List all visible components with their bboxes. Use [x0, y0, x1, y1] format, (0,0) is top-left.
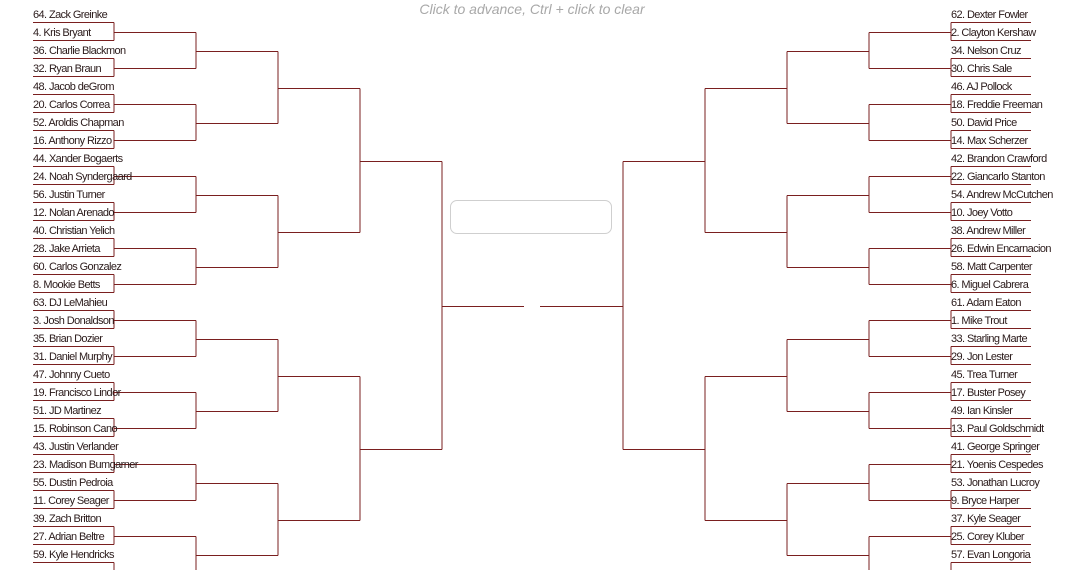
team-seed[interactable]: 24. Noah Syndergaard	[33, 171, 132, 183]
team-seed[interactable]: 55. Dustin Pedroia	[33, 477, 113, 489]
team-seed[interactable]: 26. Edwin Encarnacion	[951, 243, 1052, 255]
team-seed[interactable]: 10. Joey Votto	[951, 207, 1013, 219]
team-seed[interactable]: 20. Carlos Correa	[33, 99, 110, 111]
team-seed[interactable]: 29. Jon Lester	[951, 351, 1013, 363]
team-seed[interactable]: 8. Mookie Betts	[33, 279, 100, 291]
team-seed[interactable]: 64. Zack Greinke	[33, 9, 108, 21]
team-seed[interactable]: 22. Giancarlo Stanton	[951, 171, 1045, 183]
team-seed[interactable]: 4. Kris Bryant	[33, 27, 91, 39]
team-seed[interactable]: 58. Matt Carpenter	[951, 261, 1033, 273]
team-seed[interactable]: 31. Daniel Murphy	[33, 351, 113, 363]
team-seed[interactable]: 62. Dexter Fowler	[951, 9, 1028, 21]
team-seed[interactable]: 42. Brandon Crawford	[951, 153, 1047, 165]
team-seed[interactable]: 28. Jake Arrieta	[33, 243, 100, 255]
team-seed[interactable]: 30. Chris Sale	[951, 63, 1012, 75]
team-seed[interactable]: 56. Justin Turner	[33, 189, 105, 201]
team-seed[interactable]: 1. Mike Trout	[951, 315, 1007, 327]
team-seed[interactable]: 32. Ryan Braun	[33, 63, 102, 75]
team-seed[interactable]: 21. Yoenis Cespedes	[951, 459, 1044, 471]
team-seed[interactable]: 38. Andrew Miller	[951, 225, 1026, 237]
team-seed[interactable]: 59. Kyle Hendricks	[33, 549, 115, 561]
team-seed[interactable]: 34. Nelson Cruz	[951, 45, 1021, 57]
team-seed[interactable]: 19. Francisco Lindor	[33, 387, 121, 399]
team-seed[interactable]: 61. Adam Eaton	[951, 297, 1021, 309]
team-seed[interactable]: 57. Evan Longoria	[951, 549, 1031, 561]
team-seed[interactable]: 3. Josh Donaldson	[33, 315, 115, 327]
team-seed[interactable]: 50. David Price	[951, 117, 1017, 129]
team-seed[interactable]: 46. AJ Pollock	[951, 81, 1012, 93]
team-seed[interactable]: 45. Trea Turner	[951, 369, 1018, 381]
team-seed[interactable]: 40. Christian Yelich	[33, 225, 115, 237]
team-seed[interactable]: 33. Starling Marte	[951, 333, 1028, 345]
team-seed[interactable]: 41. George Springer	[951, 441, 1040, 453]
team-seed[interactable]: 25. Corey Kluber	[951, 531, 1025, 543]
team-seed[interactable]: 23. Madison Bumgarner	[33, 459, 138, 471]
team-seed[interactable]: 53. Jonathan Lucroy	[951, 477, 1040, 489]
team-seed[interactable]: 44. Xander Bogaerts	[33, 153, 123, 165]
team-seed[interactable]: 39. Zach Britton	[33, 513, 102, 525]
instructions-hint: Click to advance, Ctrl + click to clear	[419, 1, 645, 17]
team-seed[interactable]: 15. Robinson Cano	[33, 423, 118, 435]
team-seed[interactable]: 11. Corey Seager	[33, 495, 109, 507]
team-seed[interactable]: 13. Paul Goldschmidt	[951, 423, 1044, 435]
team-seed[interactable]: 60. Carlos Gonzalez	[33, 261, 122, 273]
team-seed[interactable]: 17. Buster Posey	[951, 387, 1026, 399]
champion-box[interactable]	[450, 200, 612, 234]
team-seed[interactable]: 2. Clayton Kershaw	[951, 27, 1036, 39]
team-seed[interactable]: 14. Max Scherzer	[951, 135, 1028, 147]
team-seed[interactable]: 52. Aroldis Chapman	[33, 117, 124, 129]
team-seed[interactable]: 48. Jacob deGrom	[33, 81, 115, 93]
team-seed[interactable]: 37. Kyle Seager	[951, 513, 1021, 525]
team-seed[interactable]: 49. Ian Kinsler	[951, 405, 1013, 417]
team-seed[interactable]: 35. Brian Dozier	[33, 333, 103, 345]
team-seed[interactable]: 47. Johnny Cueto	[33, 369, 110, 381]
team-seed[interactable]: 51. JD Martinez	[33, 405, 102, 417]
team-seed[interactable]: 43. Justin Verlander	[33, 441, 119, 453]
team-seed[interactable]: 9. Bryce Harper	[951, 495, 1020, 507]
team-seed[interactable]: 63. DJ LeMahieu	[33, 297, 108, 309]
team-seed[interactable]: 16. Anthony Rizzo	[33, 135, 112, 147]
team-seed[interactable]: 18. Freddie Freeman	[951, 99, 1043, 111]
team-seed[interactable]: 6. Miguel Cabrera	[951, 279, 1029, 291]
team-seed[interactable]: 36. Charlie Blackmon	[33, 45, 126, 57]
team-seed[interactable]: 12. Nolan Arenado	[33, 207, 115, 219]
team-seed[interactable]: 54. Andrew McCutchen	[951, 189, 1053, 201]
team-seed[interactable]: 27. Adrian Beltre	[33, 531, 105, 543]
